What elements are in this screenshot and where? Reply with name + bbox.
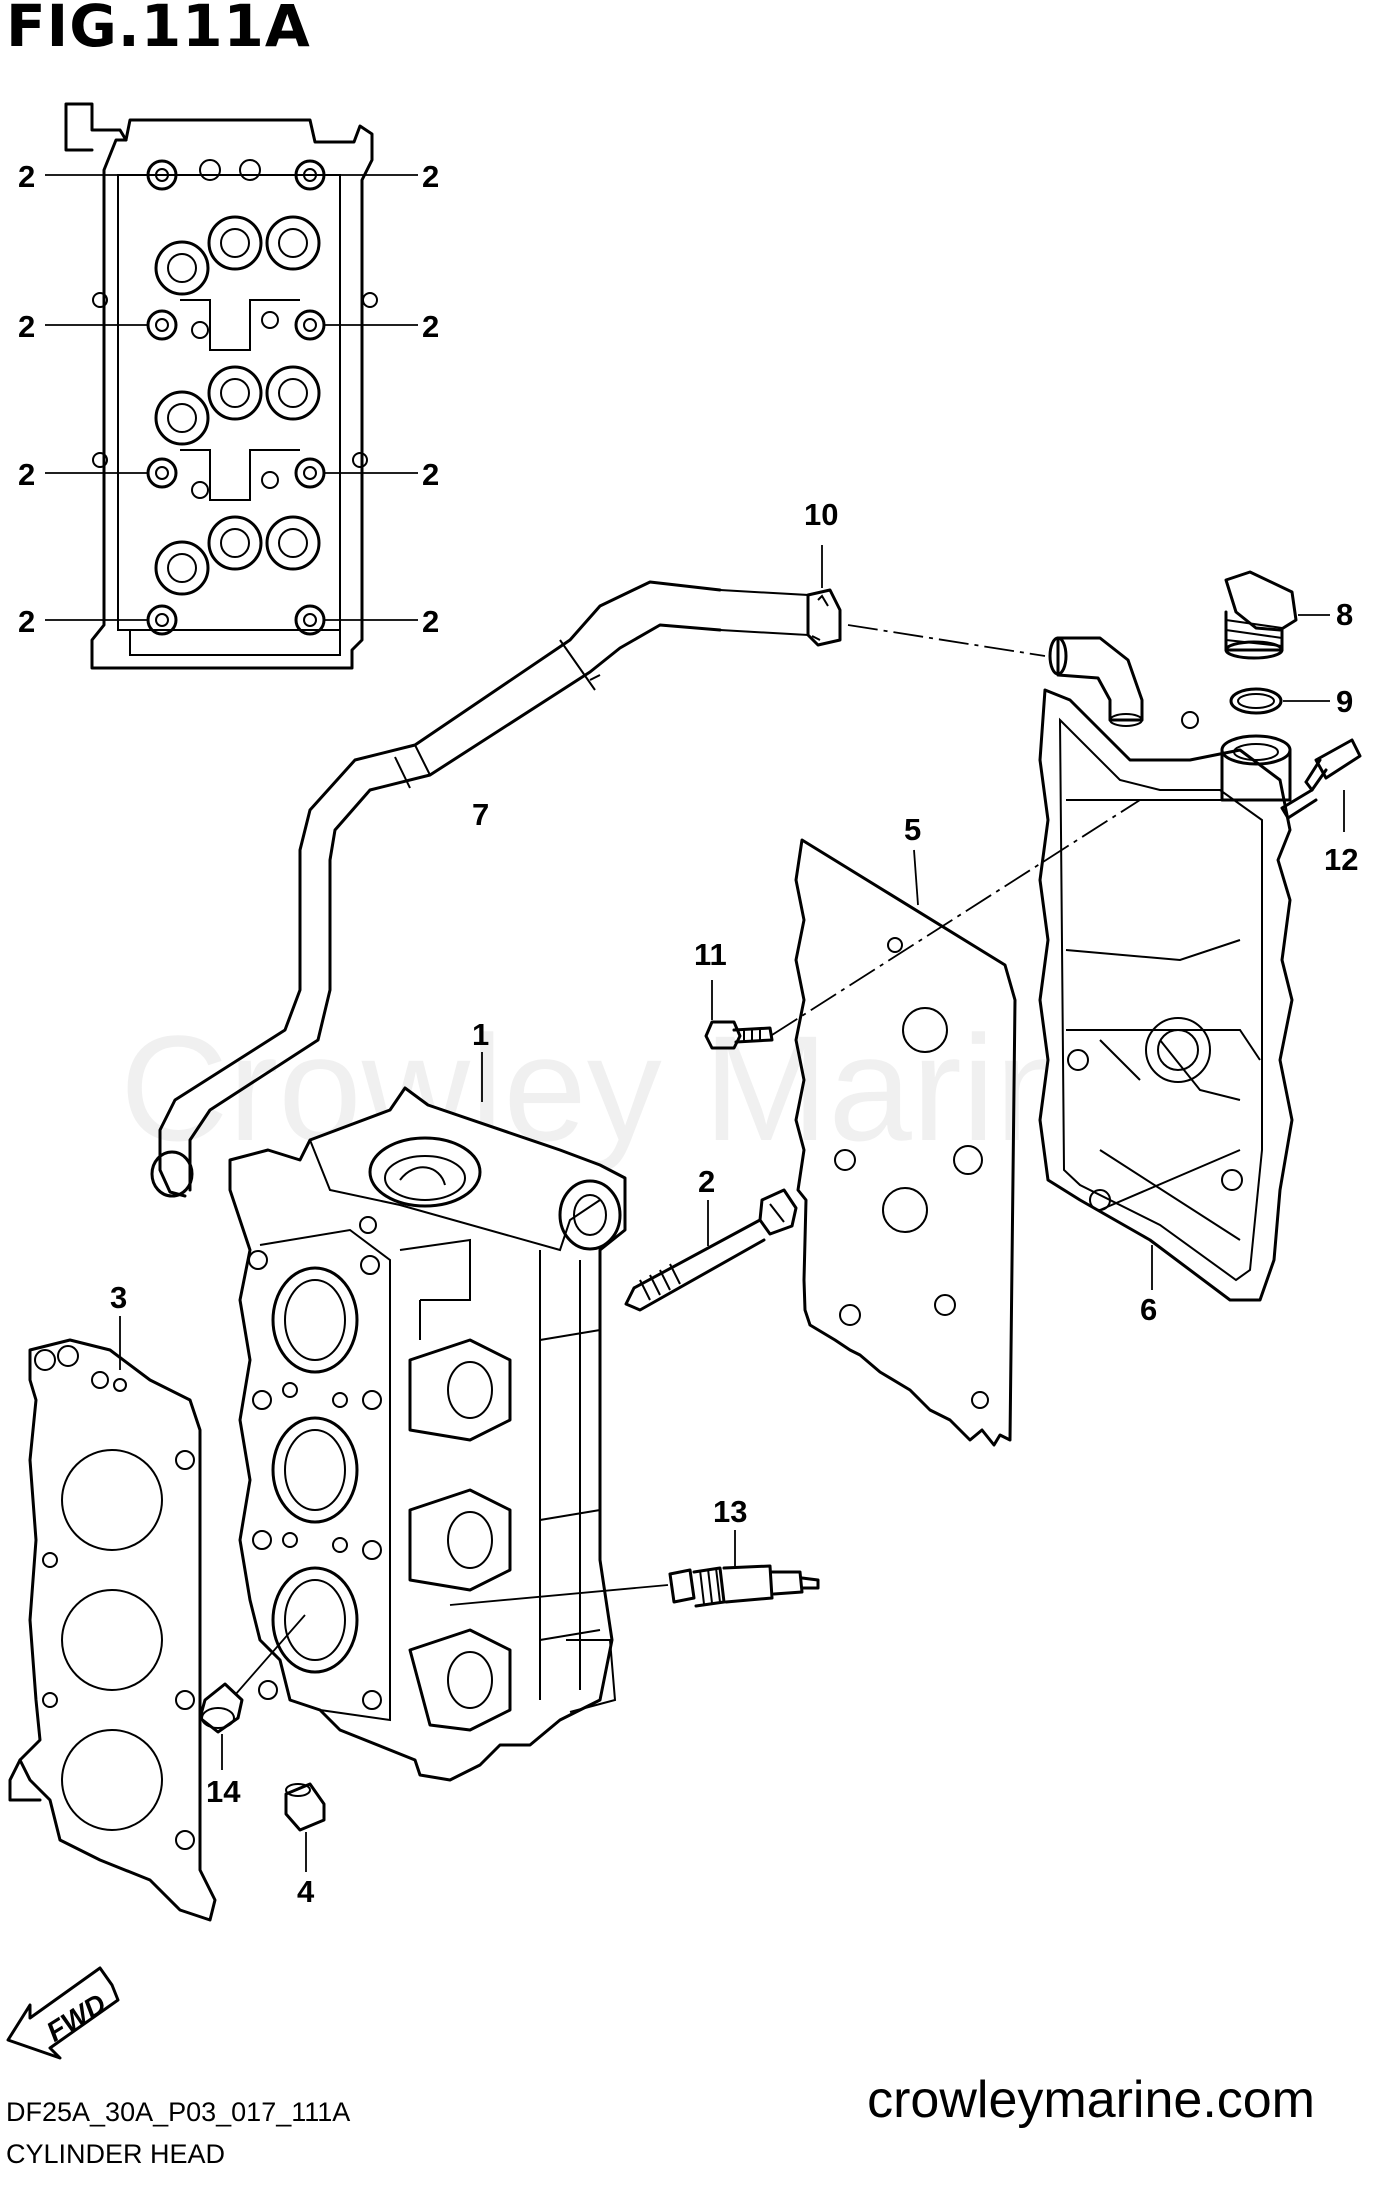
part-5-cover-gasket xyxy=(794,838,1017,1447)
callout-4: 4 xyxy=(297,1874,315,1909)
part-6-head-cover xyxy=(1038,636,1294,1302)
callout-6: 6 xyxy=(1140,1292,1157,1327)
forward-direction-arrow: FWD xyxy=(6,1966,120,2060)
callout-labels: 2 2 2 2 2 2 2 2 10 8 9 12 7 5 11 1 2 6 3… xyxy=(18,159,1358,1909)
part-2-head-bolt xyxy=(624,1188,798,1312)
head-bolt-bosses xyxy=(248,1250,382,1710)
callout-11: 11 xyxy=(694,937,727,972)
callout-8: 8 xyxy=(1336,597,1353,632)
callout-2-left-row2: 2 xyxy=(18,309,35,344)
part-14-nozzle xyxy=(198,1614,306,1770)
assembly-line-hose-to-cover xyxy=(847,624,1046,657)
callout-1: 1 xyxy=(472,1017,489,1052)
callout-12: 12 xyxy=(1324,842,1358,877)
callout-5: 5 xyxy=(904,812,921,847)
figure-title: FIG.111A xyxy=(6,0,311,60)
head-bolt-holes xyxy=(146,159,326,636)
website-label: crowleymarine.com xyxy=(867,2071,1315,2129)
callout-2-bolt: 2 xyxy=(698,1164,715,1199)
part-8-oil-filler-cap xyxy=(1224,570,1330,660)
part-1-cylinder-head xyxy=(228,1052,627,1782)
callout-9: 9 xyxy=(1336,684,1353,719)
callout-14: 14 xyxy=(206,1774,241,1809)
valve-ports-inset xyxy=(92,159,378,596)
callout-2-right-row3: 2 xyxy=(422,457,439,492)
callout-13: 13 xyxy=(713,1494,747,1529)
callout-10: 10 xyxy=(804,497,838,532)
callout-2-right-row4: 2 xyxy=(422,604,439,639)
drawing-code: DF25A_30A_P03_017_111A xyxy=(6,2097,351,2127)
callout-2-right-row1: 2 xyxy=(422,159,439,194)
part-7-hose xyxy=(150,580,809,1198)
callout-7: 7 xyxy=(472,797,489,832)
callout-2-left-row4: 2 xyxy=(18,604,35,639)
assembly-line-bolt-11 xyxy=(771,799,1141,1036)
bolt-pattern-inset xyxy=(45,102,418,670)
callout-2-right-row2: 2 xyxy=(422,309,439,344)
part-12-bolt xyxy=(1280,738,1362,832)
part-13-spark-plug xyxy=(449,1530,820,1608)
figure-caption: CYLINDER HEAD xyxy=(6,2139,226,2169)
part-3-head-gasket xyxy=(8,1316,217,1922)
part-10-hose-clamp xyxy=(806,545,842,647)
watermark-text: Crowley Marine xyxy=(120,1004,1162,1172)
side-outlets xyxy=(408,1338,512,1732)
callout-2-left-row1: 2 xyxy=(18,159,35,194)
fwd-label: FWD xyxy=(41,1988,112,2048)
callout-2-left-row3: 2 xyxy=(18,457,35,492)
part-11-bolt xyxy=(704,980,774,1050)
callout-3: 3 xyxy=(110,1280,127,1315)
part-4-dowel-pin xyxy=(284,1782,326,1872)
part-9-o-ring xyxy=(1229,687,1330,715)
cylinder-ports xyxy=(271,1266,359,1674)
